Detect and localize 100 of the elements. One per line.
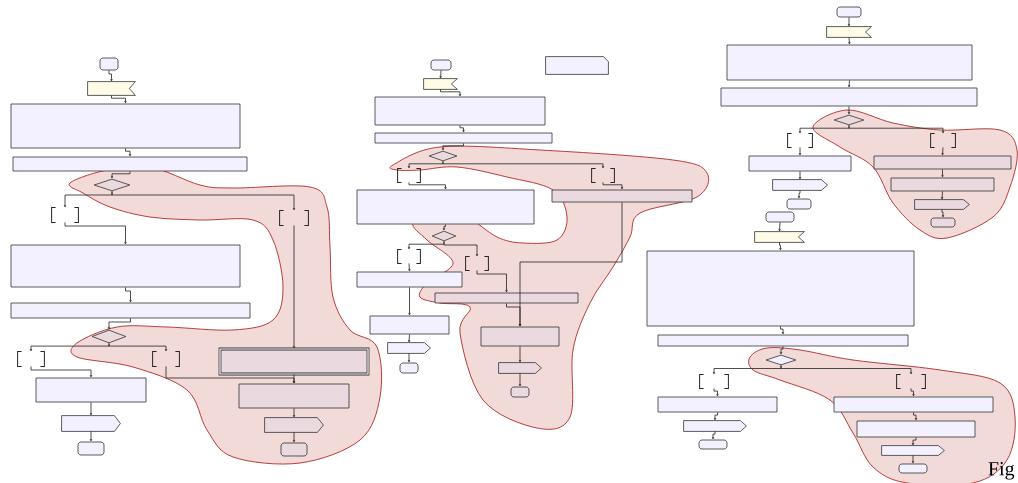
entry-flag — [423, 78, 458, 90]
exit-box — [61, 415, 121, 432]
terminal-box — [836, 6, 862, 18]
connector — [911, 437, 917, 446]
connector — [408, 182, 447, 190]
terminal-box — [510, 386, 530, 398]
case-bracket — [896, 374, 926, 389]
connector — [778, 222, 781, 232]
case-bracket — [17, 351, 45, 367]
terminal-box — [280, 442, 308, 457]
connector — [63, 191, 113, 208]
exit-box — [264, 417, 324, 433]
connector — [518, 346, 522, 363]
connector — [292, 225, 296, 349]
connector — [506, 303, 522, 327]
connector — [111, 191, 296, 211]
connector — [440, 89, 462, 97]
connector — [292, 432, 296, 443]
exit-box — [387, 342, 431, 354]
case-bracket — [930, 133, 956, 148]
connector — [847, 17, 851, 27]
connector — [913, 412, 918, 421]
figure-label: Fig — [988, 462, 1015, 480]
decision-diamond — [833, 114, 865, 126]
terminal-box — [898, 463, 928, 474]
connector — [848, 37, 851, 45]
connector — [602, 182, 624, 190]
code-box — [12, 156, 248, 172]
note-box — [545, 56, 609, 75]
code-box — [748, 155, 852, 172]
code-box — [356, 189, 535, 225]
code-box — [720, 87, 978, 107]
case-bracket — [787, 133, 813, 148]
connector — [29, 343, 110, 352]
connector — [407, 353, 411, 363]
code-box — [238, 383, 350, 409]
connector — [797, 190, 801, 199]
connector — [408, 287, 411, 316]
connector — [407, 161, 444, 169]
code-box — [10, 103, 241, 149]
connector — [292, 408, 296, 418]
case-bracket — [152, 351, 180, 367]
connector — [779, 242, 782, 251]
connector — [292, 374, 296, 384]
exit-box — [772, 179, 828, 191]
terminal-box — [786, 198, 812, 210]
connector — [442, 224, 446, 231]
entry-flag — [826, 26, 872, 38]
decision-diamond — [93, 178, 131, 192]
connector — [712, 365, 782, 375]
connector — [779, 346, 784, 355]
terminal-box — [399, 362, 419, 374]
connector — [441, 143, 464, 151]
code-box — [218, 347, 370, 376]
exit-box — [683, 420, 747, 432]
decision-diamond — [431, 230, 457, 242]
connector — [442, 161, 605, 169]
connector — [798, 147, 802, 156]
connector — [64, 222, 127, 245]
code-box — [873, 155, 1012, 170]
connector — [439, 70, 442, 79]
code-box — [890, 177, 995, 192]
code-box — [551, 189, 693, 203]
connector — [408, 263, 411, 272]
terminal-box — [930, 217, 956, 228]
code-box — [356, 271, 463, 288]
connector — [110, 171, 131, 179]
connector — [911, 455, 915, 464]
connector — [711, 431, 716, 440]
case-bracket — [591, 168, 615, 183]
exit-box — [914, 199, 970, 210]
decision-diamond — [91, 329, 127, 344]
code-box — [434, 292, 579, 304]
connector — [847, 106, 851, 115]
connector — [108, 70, 113, 82]
connector — [125, 148, 132, 157]
terminal-box — [77, 441, 105, 456]
connector — [108, 343, 168, 352]
code-box — [374, 96, 546, 126]
connector — [941, 169, 944, 178]
entry-flag — [87, 81, 136, 96]
code-box — [657, 396, 778, 413]
decision-diamond — [765, 354, 797, 366]
connector — [941, 191, 944, 200]
connector — [941, 209, 945, 218]
connector — [941, 147, 944, 156]
terminal-box — [698, 439, 728, 450]
terminal-box — [430, 59, 452, 71]
connector — [89, 431, 93, 442]
connector — [89, 402, 93, 416]
connector — [107, 318, 131, 330]
connector — [713, 412, 718, 421]
exit-box — [498, 362, 542, 374]
case-bracket — [279, 210, 309, 226]
terminal-box — [99, 57, 119, 71]
connector — [111, 95, 127, 104]
case-bracket — [397, 168, 421, 183]
connector — [443, 241, 479, 257]
code-box — [369, 315, 450, 335]
connector — [408, 334, 411, 343]
